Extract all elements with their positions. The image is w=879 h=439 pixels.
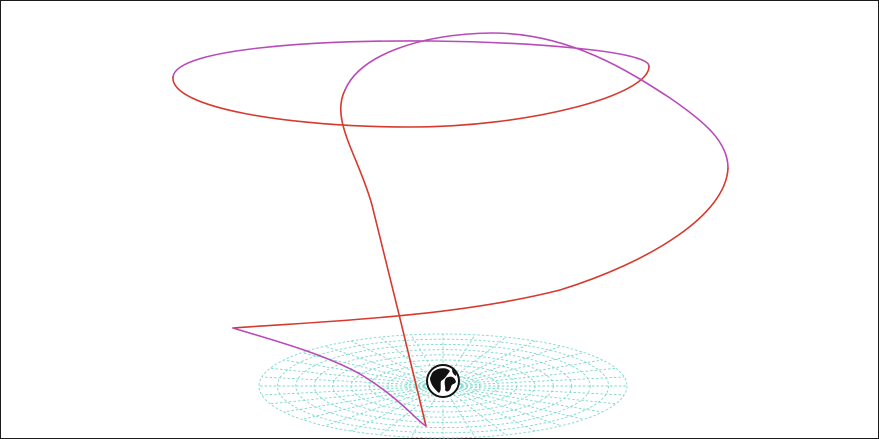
grid-spoke (460, 367, 616, 385)
grid-spoke (449, 390, 507, 436)
grid-spoke (461, 376, 625, 386)
grid-spoke (350, 390, 434, 432)
grid-spoke (283, 388, 428, 413)
grid-spoke (270, 387, 426, 405)
earth-globe-icon (426, 364, 460, 398)
grid-spoke (301, 388, 430, 420)
grid-spoke (350, 340, 434, 382)
grid-spoke (379, 336, 437, 382)
grid-spoke (460, 387, 616, 405)
crossing-arc-segment (344, 32, 729, 169)
grid-spoke (454, 345, 562, 383)
return-leg-segment (232, 327, 427, 427)
grid-spoke (456, 388, 585, 420)
grid-spoke (454, 389, 562, 427)
grid-spoke (445, 390, 476, 438)
grid-spoke (458, 359, 603, 384)
grid-spoke (324, 389, 432, 427)
descent-segment (340, 89, 427, 427)
grid-spoke (461, 386, 625, 396)
grid-ring (295, 343, 591, 429)
grid-spoke (261, 376, 425, 386)
grid-spoke (379, 390, 437, 436)
grid-spoke (270, 367, 426, 385)
trajectory (172, 32, 729, 427)
return-sweep-segment (232, 167, 729, 329)
grid-spoke (458, 388, 603, 413)
grid-spoke (452, 340, 536, 382)
grid-spoke (456, 352, 585, 384)
grid-spoke (449, 336, 507, 382)
grid-spoke (261, 386, 425, 396)
grid-spoke (452, 390, 536, 432)
grid-spoke (410, 390, 441, 438)
upper-loop-back-segment (172, 40, 650, 78)
upper-loop-front-segment (172, 65, 650, 128)
